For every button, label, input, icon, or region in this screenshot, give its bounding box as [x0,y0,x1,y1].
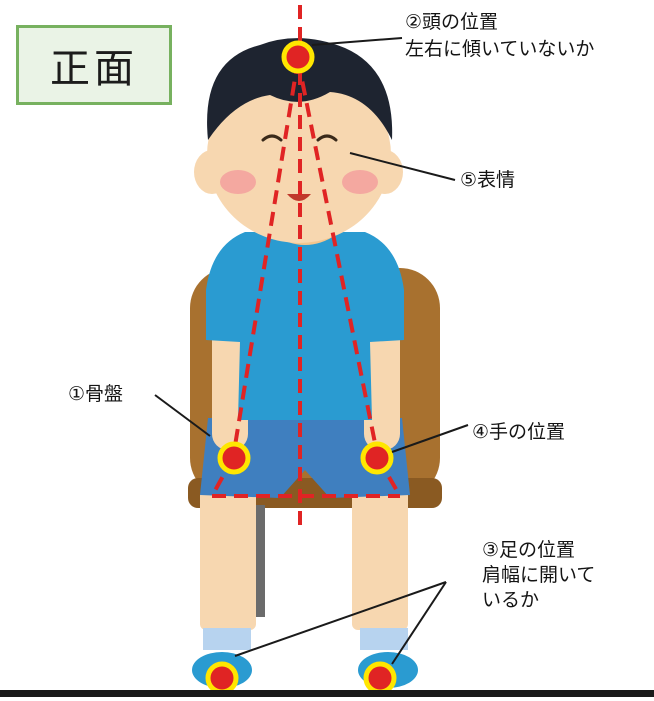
label-hands: ④手の位置 [472,420,565,444]
page-title: 正面 [16,25,172,105]
leg-left [200,490,256,630]
label-expression: ⑤表情 [460,168,515,192]
cheek-left [220,170,256,194]
marker-hand-right [363,444,391,472]
label-feet-detail-1: 肩幅に開いて [482,563,595,587]
bottom-border [0,690,654,697]
sock-right [360,628,408,650]
marker-head [284,43,312,71]
legs [192,490,418,688]
leader-foot-left [235,582,446,656]
marker-foot-left [208,664,236,692]
label-feet-detail-2: いるか [482,588,539,612]
cheek-right [342,170,378,194]
leg-right [352,490,408,630]
marker-foot-right [366,664,394,692]
label-head-detail: 左右に傾いていないか [405,37,594,61]
label-head-title: ②頭の位置 [405,10,498,34]
marker-hand-left [220,444,248,472]
label-feet-title: ③足の位置 [482,538,575,562]
label-pelvis: ①骨盤 [68,382,123,406]
sock-left [203,628,251,650]
leader-head [312,38,402,45]
